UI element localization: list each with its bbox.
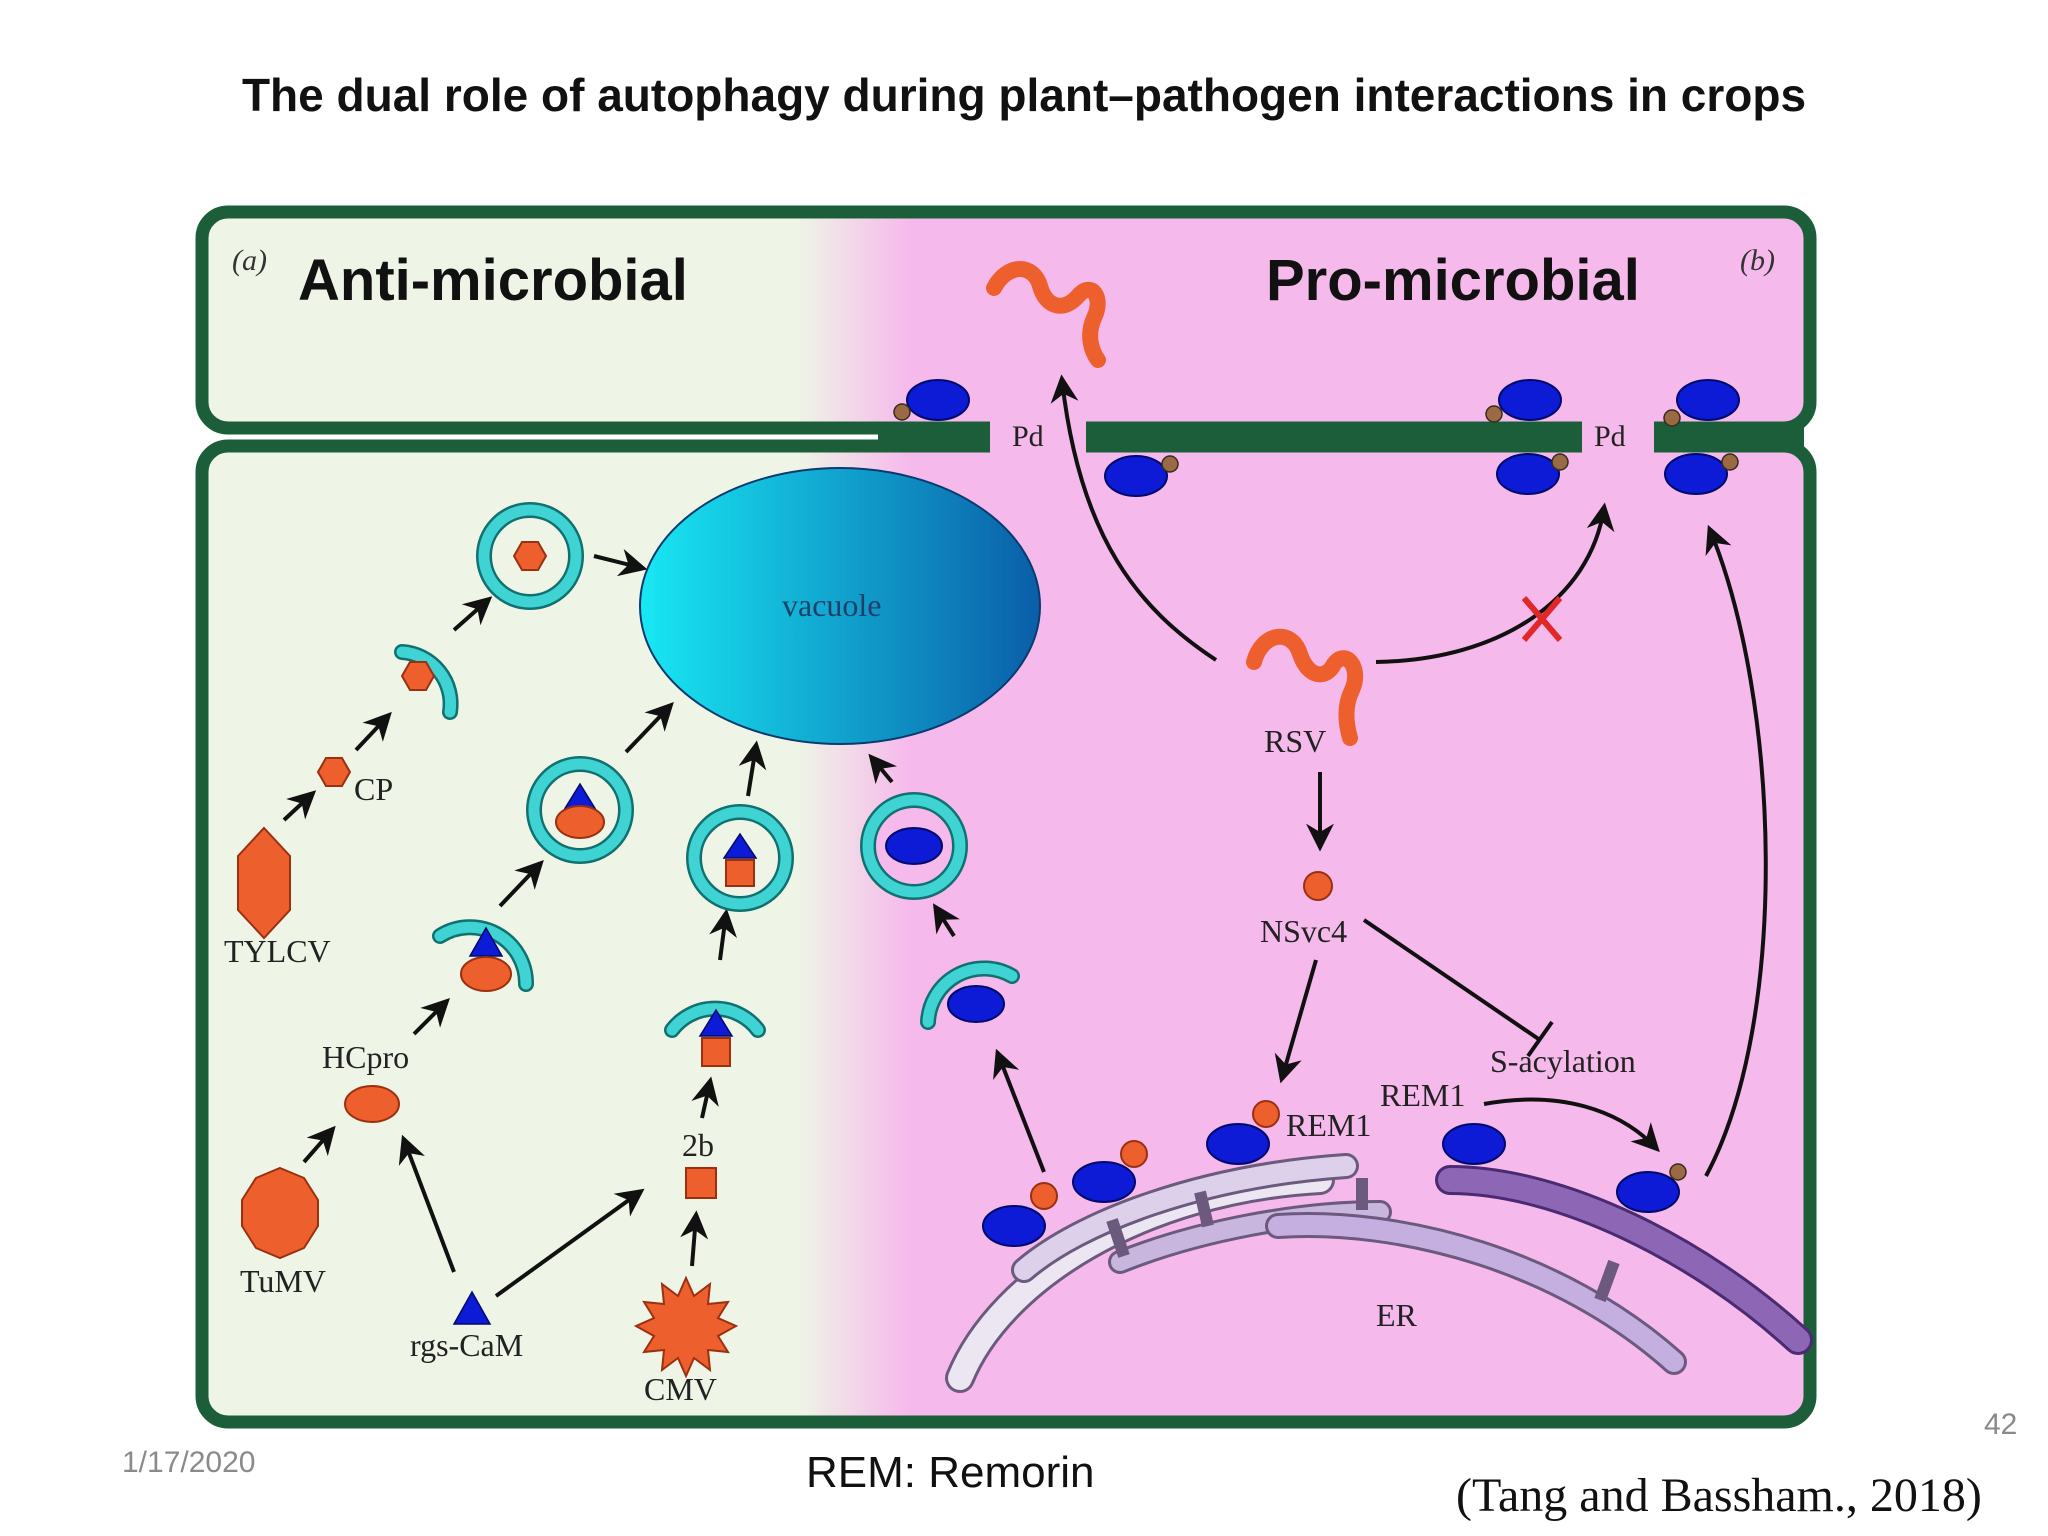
autophagosome-2b xyxy=(686,804,794,912)
2b-protein xyxy=(685,1167,717,1199)
rsv-virus-neighbor xyxy=(986,261,1106,368)
tumv-virus xyxy=(241,1166,319,1260)
er-label: ER xyxy=(1376,1297,1418,1333)
remorin-er-2 xyxy=(1072,1140,1148,1203)
remorin-pd-1 xyxy=(893,379,970,421)
phagophore-2b xyxy=(664,1000,766,1067)
blocked-mark xyxy=(1521,596,1563,642)
citation: (Tang and Bassham., 2018) xyxy=(1456,1469,1982,1522)
phagophore-hcpro xyxy=(432,919,535,992)
vacuole xyxy=(639,467,1041,745)
remorin-pd-5 xyxy=(1663,379,1740,427)
remorin-er-1 xyxy=(982,1182,1058,1247)
phagophore-remorin xyxy=(920,960,1020,1030)
remorin-er-3 xyxy=(1206,1100,1280,1165)
vacuole-label: vacuole xyxy=(782,587,882,623)
autophagosome-cp xyxy=(476,502,584,610)
cmv-label: CMV xyxy=(644,1371,717,1407)
remorin-pd-3 xyxy=(1485,379,1562,423)
page-number: 42 xyxy=(1984,1408,2018,1441)
panel-a-letter: (a) xyxy=(232,244,267,277)
rgs-cam-protein xyxy=(452,1290,492,1325)
endoplasmic-reticulum xyxy=(945,1153,1813,1393)
remorin-pd-4 xyxy=(1496,453,1569,495)
pd-label-2: Pd xyxy=(1594,420,1626,453)
hcpro-label: HCpro xyxy=(322,1039,409,1075)
remorin-er-5 xyxy=(1616,1163,1687,1213)
footer-date: 1/17/2020 xyxy=(122,1446,256,1479)
remorin-pd-2 xyxy=(1104,455,1179,497)
remorin-er-4 xyxy=(1442,1123,1506,1165)
cp-label: CP xyxy=(354,771,393,807)
rsv-label: RSV xyxy=(1264,723,1326,759)
pd-label-1: Pd xyxy=(1012,420,1044,453)
upper-cell xyxy=(195,205,1817,435)
tumv-label: TuMV xyxy=(240,1263,326,1299)
panel-a-heading: Anti-microbial xyxy=(298,248,688,313)
panel-b-heading: Pro-microbial xyxy=(1266,248,1640,313)
cmv-virus xyxy=(633,1275,739,1379)
slide-title: The dual role of autophagy during plant–… xyxy=(241,69,1807,121)
s-acylation-label: S-acylation xyxy=(1490,1043,1636,1079)
footer-note: REM: Remorin xyxy=(806,1448,1095,1497)
hcpro-protein xyxy=(344,1085,400,1123)
2b-label: 2b xyxy=(682,1127,714,1163)
nsvc4-label: NSvc4 xyxy=(1260,913,1347,949)
rem1-label-bound: REM1 xyxy=(1286,1107,1371,1143)
autophagosome-hcpro xyxy=(526,756,634,864)
rsv-virus xyxy=(1246,628,1364,746)
autophagosome-remorin xyxy=(860,792,968,900)
tylcv-virus xyxy=(237,826,291,940)
rem1-label-free: REM1 xyxy=(1380,1077,1465,1113)
nsvc4-protein xyxy=(1303,871,1333,901)
remorin-pd-6 xyxy=(1664,453,1739,495)
phagophore-cp xyxy=(394,644,459,720)
tylcv-label: TYLCV xyxy=(224,933,331,969)
rgs-cam-label: rgs-CaM xyxy=(410,1327,523,1363)
cp-particle xyxy=(316,757,352,787)
panel-b-letter: (b) xyxy=(1740,244,1775,277)
